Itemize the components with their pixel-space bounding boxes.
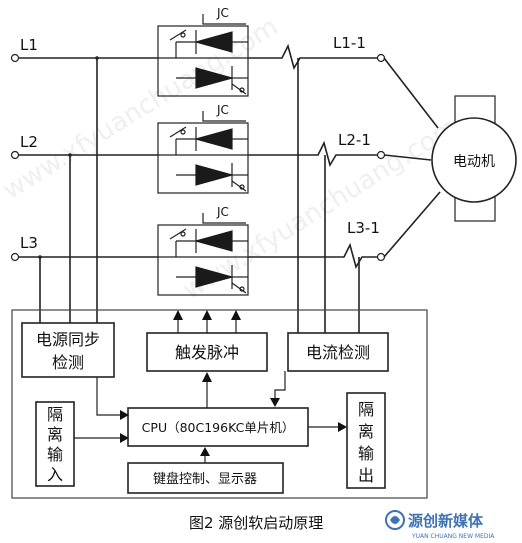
brand-logo-icon (385, 510, 405, 530)
output-terminals: L1-1 L2-1 L3-1 (333, 34, 386, 262)
isolated-input-block: 隔 离 输 入 (35, 401, 75, 487)
thyristor-module-2: JC (157, 103, 249, 194)
jc-label-1: JC (216, 6, 229, 20)
control-connections (74, 371, 347, 463)
terminal-l3-1 (376, 252, 386, 262)
motor-label: 电动机 (453, 154, 495, 170)
iso-out-char-1: 隔 (358, 400, 374, 419)
motor-circle (431, 117, 517, 203)
input-lines (18, 56, 158, 323)
iso-out-char-4: 出 (358, 466, 374, 485)
iso-out-char-3: 输 (358, 444, 374, 463)
control-frame (11, 309, 428, 499)
brand-watermark: 源创新媒体 YUAN CHUANG NEW MEDIA (385, 510, 495, 540)
label-l2-1: L2-1 (338, 131, 371, 149)
label-l3-1: L3-1 (347, 219, 380, 237)
motor: 电动机 (383, 57, 517, 258)
trigger-pulse-label: 触发脉冲 (175, 343, 239, 362)
trigger-pulse-block: 触发脉冲 (146, 310, 268, 372)
scr-bottom-2 (195, 164, 235, 186)
scr-top-3 (193, 230, 233, 252)
jc-label-3: JC (216, 205, 229, 219)
watermark-text-1: www.xfyuanchuang.com (0, 12, 283, 206)
cpu-block: CPU（80C196KC单片机） (127, 407, 309, 447)
iso-in-char-4: 入 (47, 465, 63, 484)
scr-top-2 (193, 128, 233, 150)
label-l2: L2 (20, 133, 38, 151)
label-l1: L1 (20, 36, 38, 54)
cpu-label: CPU（80C196KC单片机） (142, 420, 295, 435)
power-sync-line1: 电源同步 (36, 330, 100, 349)
iso-in-char-2: 离 (47, 425, 63, 444)
label-l1-1: L1-1 (333, 34, 366, 52)
current-detect-block: 电流检测 (287, 332, 389, 372)
terminal-l2 (10, 150, 20, 160)
iso-in-char-1: 隔 (47, 405, 63, 424)
current-detect-label: 电流检测 (306, 343, 370, 362)
thyristor-module-1: JC (157, 6, 249, 97)
brand-name: 源创新媒体 (408, 512, 484, 530)
power-sync-line2: 检测 (52, 353, 84, 372)
brand-subtitle: YUAN CHUANG NEW MEDIA (411, 533, 495, 540)
keyboard-display-label: 键盘控制、显示器 (153, 471, 257, 487)
isolated-output-block: 隔 离 输 出 (346, 392, 386, 489)
thyristor-module-3: JC (157, 205, 249, 296)
iso-out-char-2: 离 (358, 422, 374, 441)
terminal-l3 (10, 252, 20, 262)
figure-caption: 图2 源创软启动原理 (189, 514, 323, 532)
label-l3: L3 (20, 234, 38, 252)
terminal-l1 (10, 53, 20, 63)
iso-in-char-3: 输 (47, 445, 63, 464)
terminal-l1-1 (376, 53, 386, 63)
jc-label-2: JC (216, 103, 229, 117)
keyboard-display-block: 键盘控制、显示器 (127, 462, 284, 494)
power-sync-block: 电源同步 检测 (21, 322, 115, 378)
input-terminals: L1 L2 L3 (10, 36, 38, 262)
output-lines (248, 43, 378, 355)
